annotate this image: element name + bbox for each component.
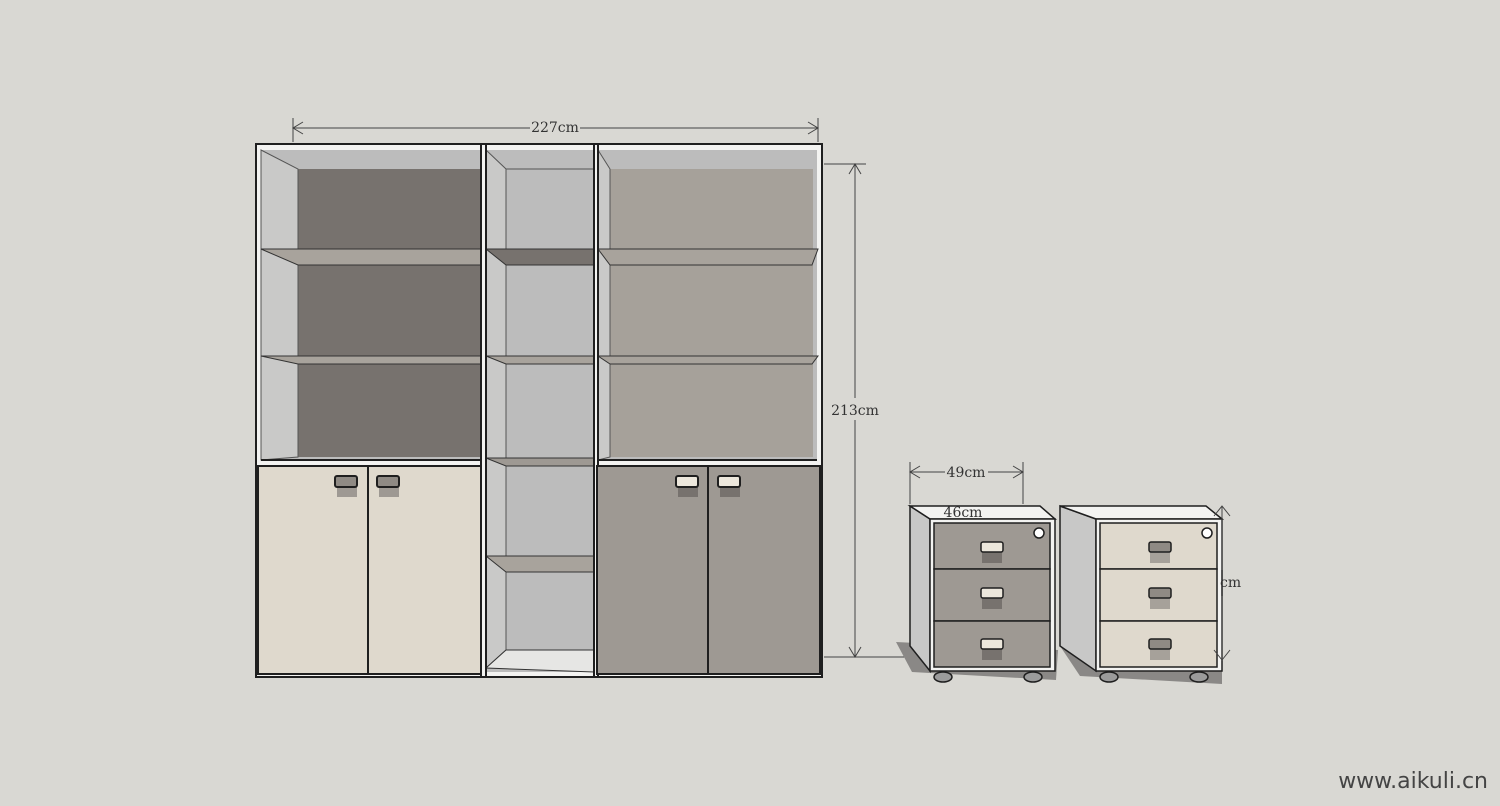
right-back-panel-3 (610, 364, 813, 457)
right-door-2[interactable] (707, 465, 821, 675)
pedestal-cream-handle-2[interactable] (1148, 587, 1172, 599)
pedestal-cream (1059, 504, 1225, 684)
right-back-panel-1 (610, 169, 813, 249)
middle-shelf-1 (484, 248, 595, 266)
watermark: www.aikuli.cn (1338, 769, 1488, 794)
pedestal-cream-handle-3[interactable] (1148, 638, 1172, 650)
left-back-panel-1 (298, 169, 481, 249)
bookcase (255, 143, 823, 678)
middle-shelf-4 (484, 555, 595, 573)
pedestal-cream-caster-2 (1189, 671, 1209, 683)
width-dimension (292, 118, 819, 142)
pedestal-taupe-caster-2 (1023, 671, 1043, 683)
height-dimension (824, 163, 910, 658)
pedestal-cream-side (1059, 504, 1097, 673)
middle-bottom (484, 649, 595, 673)
pedestal-cream-handle-1[interactable] (1148, 541, 1172, 553)
pedestal-taupe-handle-1[interactable] (980, 541, 1004, 553)
left-back-panel-3 (298, 364, 481, 457)
pedestal-taupe (896, 504, 1058, 683)
bookcase-middle-section (484, 148, 595, 673)
pedestal-height-dimension (1213, 505, 1231, 661)
pedestal-taupe-lock-icon[interactable] (1033, 527, 1045, 539)
bookcase-left-section (260, 149, 482, 461)
right-shelf-2 (596, 355, 819, 365)
middle-shelf-2 (485, 355, 595, 365)
cabinet-width-label: 227cm (531, 120, 579, 136)
pedestal-taupe-caster-1 (933, 671, 953, 683)
right-door-1-handle[interactable] (675, 475, 699, 488)
pedestal-taupe-handle-2[interactable] (980, 587, 1004, 599)
left-shelf-2 (260, 355, 482, 365)
pedestal-taupe-side (909, 504, 931, 674)
right-shelf-1 (597, 248, 819, 266)
left-door-1-handle[interactable] (334, 475, 358, 488)
left-back-panel-2 (298, 265, 481, 356)
pedestal-depth-label: 46cm (944, 505, 983, 521)
right-door-2-handle[interactable] (717, 475, 741, 488)
pedestal-taupe-handle-3[interactable] (980, 638, 1004, 650)
pedestal-width-label: 49cm (947, 465, 986, 481)
left-door-2-handle[interactable] (376, 475, 400, 488)
left-door-2[interactable] (367, 465, 482, 675)
cabinet-height-label: 213cm (831, 403, 879, 419)
pedestal-height-label: cm (1220, 575, 1241, 591)
left-door-1[interactable] (257, 465, 369, 675)
pedestal-taupe-top (907, 505, 1058, 520)
left-shelf-1 (260, 248, 482, 266)
right-back-panel-2 (610, 265, 813, 356)
bookcase-right-section (596, 148, 819, 461)
middle-shelf-3 (485, 457, 595, 467)
pedestal-width-dimension (909, 462, 1024, 504)
right-door-1[interactable] (596, 465, 709, 675)
pedestal-cream-caster-1 (1099, 671, 1119, 683)
pedestal-cream-lock-icon[interactable] (1201, 527, 1213, 539)
